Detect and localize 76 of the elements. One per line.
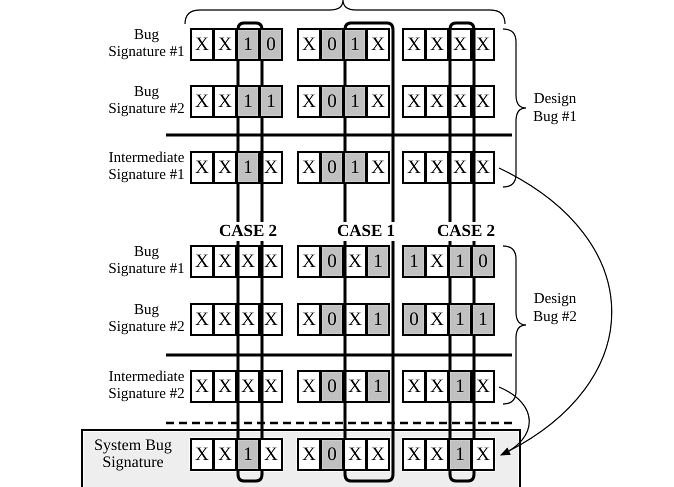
signature-bit: X [297, 438, 321, 471]
signature-bit: 0 [259, 28, 283, 61]
signature-bit: 1 [236, 85, 260, 118]
signature-bit: X [402, 85, 426, 118]
signature-bit: 0 [320, 303, 344, 336]
signature-bit: X [471, 370, 495, 403]
signature-bit: 1 [366, 303, 390, 336]
signature-bit: 1 [448, 438, 472, 471]
signature-bit: X [471, 28, 495, 61]
signature-bit: X [190, 245, 214, 278]
signature-bit: X [213, 245, 237, 278]
signature-bit: 1 [471, 303, 495, 336]
signature-bit: 1 [366, 245, 390, 278]
signature-bit: X [402, 370, 426, 403]
signature-bit: X [366, 28, 390, 61]
signature-bit: X [471, 85, 495, 118]
signature-bit: 0 [320, 245, 344, 278]
signature-bit: 1 [402, 245, 426, 278]
group-label: Design Bug #2 [532, 290, 578, 326]
signature-bit: X [366, 85, 390, 118]
signature-bit: X [425, 28, 449, 61]
signature-bit: X [343, 438, 367, 471]
signature-bit: 1 [448, 303, 472, 336]
signature-bit: X [402, 151, 426, 184]
signature-bit: 1 [448, 370, 472, 403]
signature-bit: X [366, 151, 390, 184]
signature-bit: X [259, 245, 283, 278]
signature-bit: 0 [320, 28, 344, 61]
signature-bit: 0 [320, 151, 344, 184]
signature-bit: 0 [471, 245, 495, 278]
signature-bit: X [190, 370, 214, 403]
signature-bit: 1 [448, 245, 472, 278]
signature-bit: X [190, 85, 214, 118]
signature-bit: 0 [320, 370, 344, 403]
signature-bit: X [213, 303, 237, 336]
case-heading: CASE 2 [436, 221, 496, 241]
signature-bit: 0 [402, 303, 426, 336]
signature-bit: X [471, 438, 495, 471]
signature-bit: X [259, 303, 283, 336]
signature-bit: X [190, 438, 214, 471]
signature-bit: X [402, 28, 426, 61]
row-label: Bug Signature #2 [107, 84, 186, 118]
signature-bit: X [259, 370, 283, 403]
arrow [498, 386, 530, 456]
row-label: Bug Signature #1 [107, 27, 186, 61]
signature-bit: X [259, 438, 283, 471]
signature-bit: X [402, 438, 426, 471]
signature-bit: 0 [320, 85, 344, 118]
group-label: Design Bug #1 [532, 90, 578, 126]
signature-bit: X [425, 151, 449, 184]
signature-bit: X [190, 151, 214, 184]
signature-bit: 1 [236, 28, 260, 61]
row-label: Intermediate Signature #1 [107, 150, 186, 184]
signature-bit: 1 [343, 151, 367, 184]
row-label: Bug Signature #1 [107, 244, 186, 278]
signature-bit: X [213, 438, 237, 471]
signature-bit: 0 [320, 438, 344, 471]
row-label: Intermediate Signature #2 [107, 369, 186, 403]
signature-bit: X [425, 85, 449, 118]
signature-bit: 1 [236, 438, 260, 471]
signature-bit: X [366, 438, 390, 471]
case-heading: CASE 2 [218, 221, 278, 241]
row-label: System Bug Signature [93, 437, 173, 471]
signature-bit: 1 [366, 370, 390, 403]
row-label: Bug Signature #2 [107, 302, 186, 336]
case-heading: CASE 1 [336, 221, 396, 241]
signature-bit: 1 [343, 85, 367, 118]
signature-bit: 1 [236, 151, 260, 184]
signature-bit: X [425, 438, 449, 471]
signature-bit: X [190, 28, 214, 61]
signature-bit: X [213, 370, 237, 403]
signature-bit: X [259, 151, 283, 184]
signature-bit: X [471, 151, 495, 184]
signature-bit: X [190, 303, 214, 336]
signature-bit: 1 [343, 28, 367, 61]
signature-bit: 1 [259, 85, 283, 118]
